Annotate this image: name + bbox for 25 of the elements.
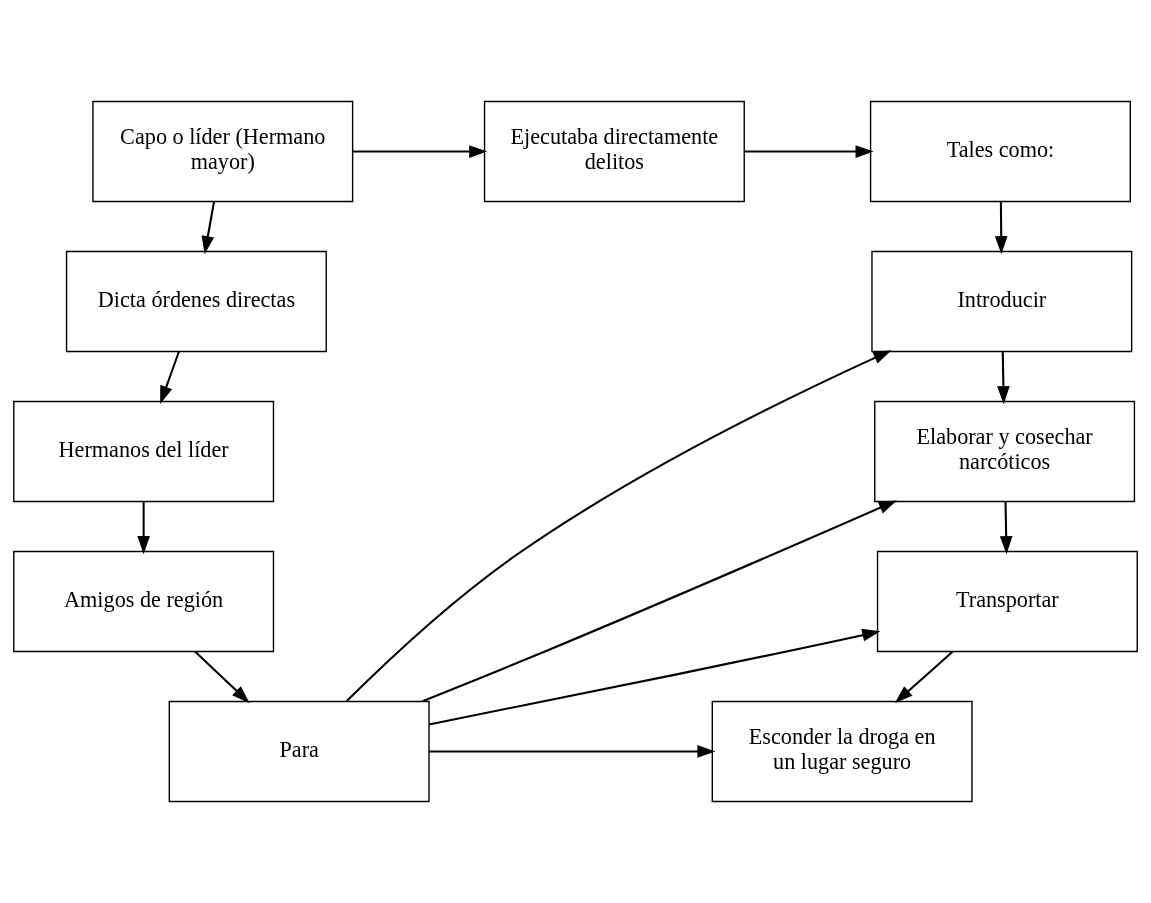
node-box: Transportar (876, 550, 1138, 653)
arrow (345, 350, 892, 703)
node-box: Elaborar y cosechar narcóticos (874, 400, 1136, 503)
arrow (194, 650, 250, 704)
arrow (744, 145, 874, 158)
arrow (352, 145, 488, 158)
node-box: Esconder la droga en un lugar seguro (711, 700, 973, 803)
node-box: Dicta órdenes directas (65, 250, 327, 353)
node-box: Ejecutaba directamente delitos (483, 100, 745, 203)
arrow (994, 201, 1008, 255)
arrow (999, 501, 1013, 555)
arrow (428, 628, 881, 726)
arrow (137, 501, 150, 555)
node-box: Tales como: (869, 100, 1131, 203)
arrow (997, 351, 1010, 405)
arrow (160, 351, 180, 404)
node-box: Introducir (871, 250, 1133, 353)
arrow (422, 500, 897, 703)
node-box: Hermanos del líder (13, 400, 275, 503)
node-box: Amigos de región (13, 550, 275, 653)
node-box: Capo o líder (Hermano mayor) (92, 100, 354, 203)
arrow (429, 745, 716, 758)
arrow (894, 650, 954, 704)
node-box: Para (168, 700, 430, 803)
arrow (201, 201, 216, 255)
